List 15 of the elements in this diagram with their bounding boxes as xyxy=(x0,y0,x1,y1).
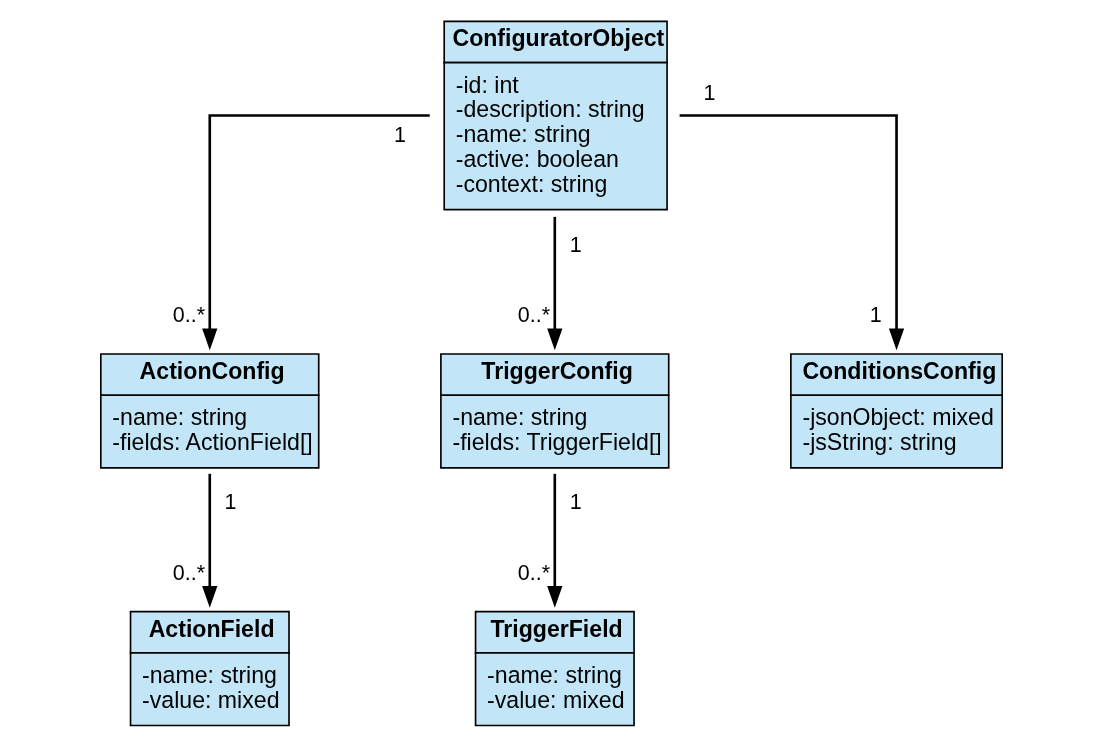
label: 1 xyxy=(224,490,237,515)
arrow xyxy=(547,216,563,351)
label: 0..* xyxy=(172,560,206,585)
arrow xyxy=(547,473,563,608)
label: 1 xyxy=(394,122,406,147)
label: 0..* xyxy=(517,303,551,328)
label: 1 xyxy=(869,303,882,328)
label: 1 xyxy=(569,490,582,515)
arrow xyxy=(202,473,218,608)
arrow xyxy=(679,114,905,351)
label: 1 xyxy=(569,233,582,258)
arrow xyxy=(202,114,430,351)
label: 0..* xyxy=(172,303,206,328)
label: 1 xyxy=(703,81,716,106)
label: 0..* xyxy=(517,560,551,585)
